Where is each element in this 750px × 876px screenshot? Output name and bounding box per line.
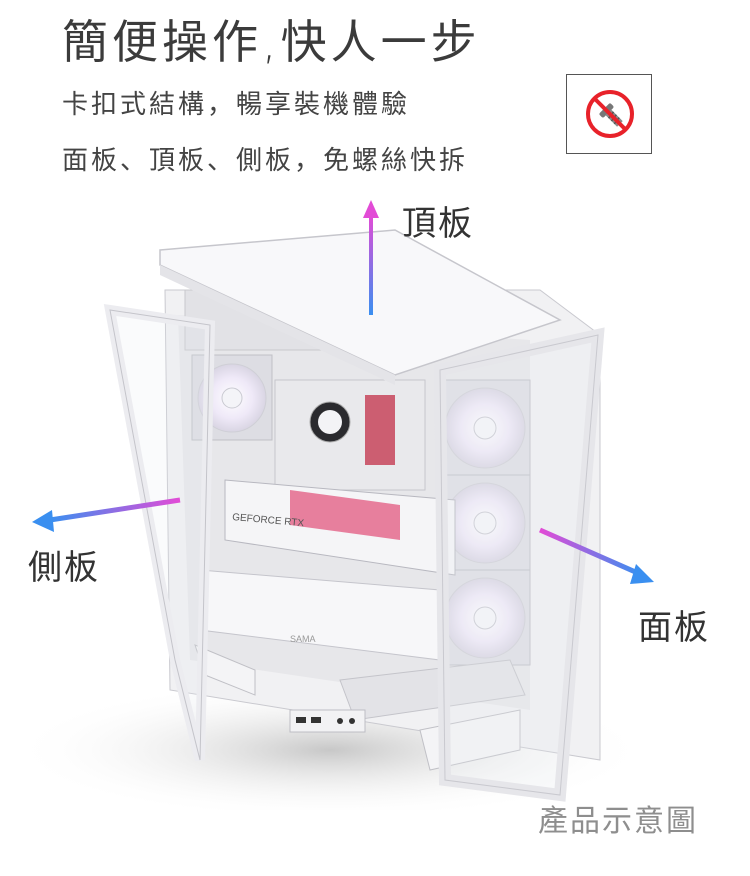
callout-front-panel: 面板 xyxy=(638,608,710,648)
side-panel-arrow xyxy=(32,497,181,532)
top-panel-arrow xyxy=(363,200,379,315)
callout-side-panel: 側板 xyxy=(28,548,100,588)
product-caption: 產品示意圖 xyxy=(538,804,698,839)
bottom-mesh xyxy=(339,659,526,721)
motherboard xyxy=(274,379,426,491)
pc-case-illustration: GEFORCE RTX SAMA xyxy=(10,200,654,810)
graphics-card: GEFORCE RTX xyxy=(224,479,456,576)
page-title: 簡便操作,快人一步 xyxy=(62,15,481,69)
subtitle-line-2: 面板、頂板、側板，免螺絲快拆 xyxy=(62,146,469,176)
front-panel-arrow xyxy=(538,527,654,584)
callout-top-panel: 頂板 xyxy=(402,204,474,244)
no-screw-icon xyxy=(586,90,634,138)
front-io xyxy=(289,709,366,733)
psu-brand: SAMA xyxy=(290,634,316,644)
subtitle-line-1: 卡扣式結構，暢享裝機體驗 xyxy=(62,90,411,120)
top-panel xyxy=(159,229,562,376)
no-screw-badge xyxy=(566,74,652,154)
